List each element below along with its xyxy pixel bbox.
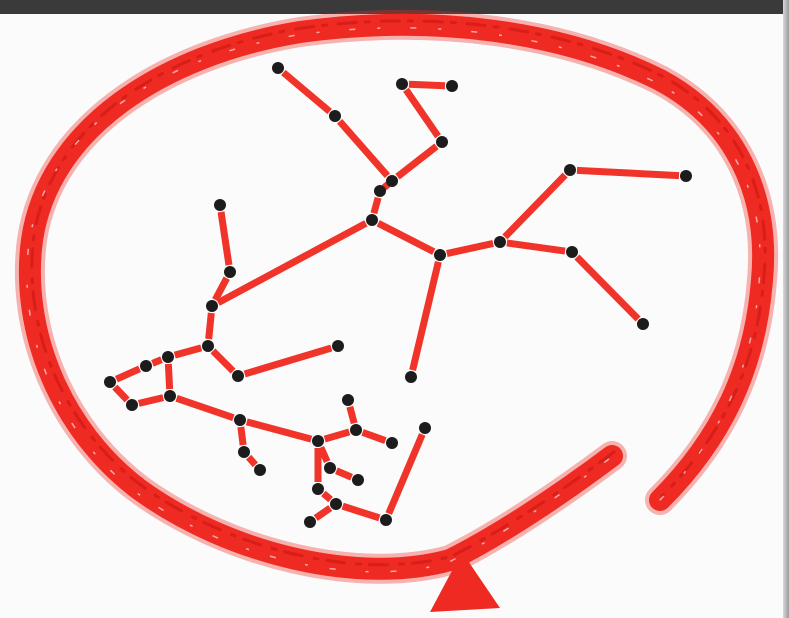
- tree-edge: [505, 175, 565, 237]
- tree-node: [206, 300, 218, 312]
- tree-node: [162, 351, 174, 363]
- tree-node: [436, 136, 448, 148]
- tree-edge: [323, 493, 330, 499]
- tree-edge: [249, 457, 256, 465]
- tree-node: [434, 249, 446, 261]
- tree-node: [680, 170, 692, 182]
- tree-edge: [152, 360, 161, 364]
- tree-node: [234, 414, 246, 426]
- tree-node: [330, 498, 342, 510]
- tree-node: [304, 516, 316, 528]
- tree-node: [164, 390, 176, 402]
- tree-node: [566, 246, 578, 258]
- tree-node: [224, 266, 236, 278]
- tree-edge: [209, 313, 212, 339]
- tree-node: [446, 80, 458, 92]
- tree-edge: [316, 508, 330, 518]
- tree-node: [332, 340, 344, 352]
- tree-edge: [577, 170, 679, 175]
- circular-arrow-icon: [27, 21, 765, 612]
- tree-node: [366, 214, 378, 226]
- tree-edge: [413, 262, 439, 370]
- tree-edge: [321, 447, 327, 461]
- tree-node: [419, 422, 431, 434]
- tree-node: [564, 164, 576, 176]
- tree-node: [396, 78, 408, 90]
- tree-edge: [175, 348, 202, 355]
- tree-node: [329, 110, 341, 122]
- tree-edge: [139, 398, 163, 404]
- tree-node: [202, 340, 214, 352]
- tree-node: [352, 474, 364, 486]
- tree-node: [312, 435, 324, 447]
- tree-edge: [221, 212, 229, 265]
- tree-edge: [374, 198, 378, 214]
- tree-edge: [116, 369, 139, 379]
- tree-edge: [398, 146, 437, 176]
- tree-edge: [340, 121, 388, 175]
- tree-edge: [406, 90, 438, 136]
- tree-edge: [247, 422, 311, 439]
- tree-node: [324, 462, 336, 474]
- tree-edge: [245, 348, 332, 374]
- tree-node: [637, 318, 649, 330]
- tree-edge: [363, 432, 386, 440]
- tree-node: [254, 464, 266, 476]
- tree-node: [386, 175, 398, 187]
- tree-edge: [213, 351, 233, 371]
- tree-node: [126, 399, 138, 411]
- tree-edge: [507, 243, 565, 251]
- tree-edge: [241, 427, 243, 445]
- tree-node: [312, 483, 324, 495]
- tree-node: [272, 62, 284, 74]
- tree-edge: [177, 398, 234, 417]
- tree-edge: [343, 506, 380, 518]
- tree-node: [405, 371, 417, 383]
- tree-edge: [283, 73, 329, 112]
- tree-node: [342, 394, 354, 406]
- tree-node: [232, 370, 244, 382]
- tree-edge: [168, 364, 169, 389]
- tree-edge: [577, 257, 638, 319]
- tree-edge: [447, 243, 493, 253]
- tree-edge: [115, 387, 127, 400]
- tree-edge: [325, 432, 350, 439]
- tree-node: [374, 185, 386, 197]
- tree-node: [238, 446, 250, 458]
- tree-node: [350, 424, 362, 436]
- tree-node: [380, 514, 392, 526]
- tree-node: [494, 236, 506, 248]
- tree-edge: [409, 84, 445, 85]
- tree-node: [386, 437, 398, 449]
- tree-edge: [336, 471, 351, 477]
- tree-node: [214, 199, 226, 211]
- tree-node: [140, 360, 152, 372]
- tree-edge: [218, 223, 366, 302]
- tree-edge: [378, 223, 434, 252]
- tree-node: [104, 376, 116, 388]
- tree-edge: [350, 407, 354, 423]
